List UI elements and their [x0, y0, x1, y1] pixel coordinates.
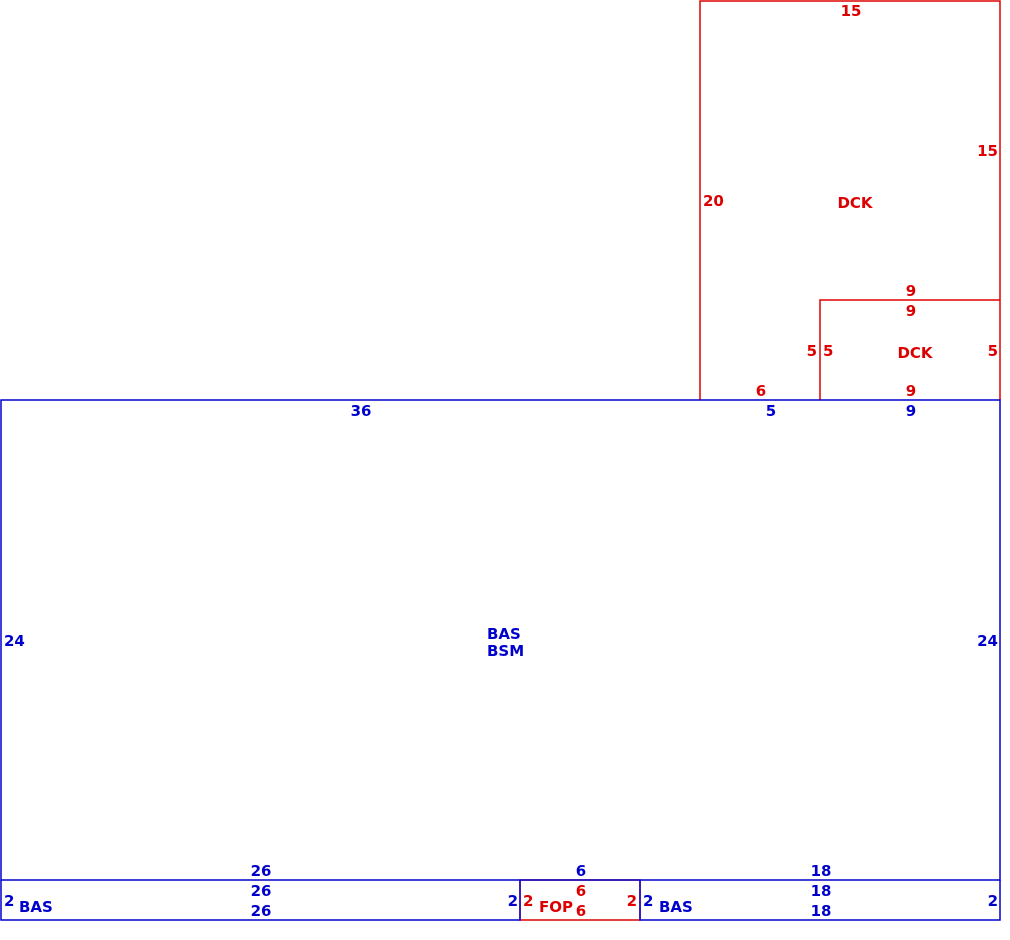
dck-upper-step-dim: 6 — [756, 382, 766, 400]
bas-bsm-outline — [0, 399, 1001, 881]
dck-lower-inner-left-dim: 5 — [823, 342, 833, 360]
dck-lower-bottom-dim: 9 — [906, 382, 916, 400]
bas-strip-right-top-dim: 18 — [811, 882, 832, 900]
fop-right-dim: 2 — [627, 892, 637, 910]
dck-lower-right-dim: 5 — [988, 342, 998, 360]
bas-top-dim-main: 36 — [351, 402, 372, 420]
bas-right-dim: 24 — [977, 632, 998, 650]
bas-strip-left-top-dim: 26 — [251, 882, 272, 900]
bas-left-dim: 24 — [4, 632, 25, 650]
fop-bottom-dim: 6 — [576, 902, 586, 920]
dck-upper-left-dim: 20 — [703, 192, 724, 210]
dck-lower-outline — [819, 299, 1000, 400]
dck-upper-code: DCK — [837, 194, 873, 212]
bas-strip-right-left-dim: 2 — [643, 892, 653, 910]
fop-left-dim: 2 — [523, 892, 533, 910]
bas-bottom-dim-mid: 6 — [576, 862, 586, 880]
dck-lower-top-dim: 9 — [906, 302, 916, 320]
fop-code: FOP — [539, 898, 573, 916]
dck-upper-right-dim: 15 — [977, 142, 998, 160]
fop-top-dim: 6 — [576, 882, 586, 900]
bas-strip-right-outline — [639, 880, 1001, 921]
bas-strip-left-code: BAS — [19, 898, 53, 916]
bas-top-dim-right: 9 — [906, 402, 916, 420]
bas-strip-right-right-dim: 2 — [988, 892, 998, 910]
bas-strip-right-code: BAS — [659, 898, 693, 916]
bas-strip-left-outline — [0, 880, 521, 921]
dck-upper-outline — [699, 0, 1001, 400]
bsm-code: BSM — [487, 642, 524, 660]
bas-strip-left-bottom-dim: 26 — [251, 902, 272, 920]
bas-bottom-dim-left: 26 — [251, 862, 272, 880]
dck-lower-left-dim: 5 — [807, 342, 817, 360]
bas-strip-left-left-dim: 2 — [4, 892, 14, 910]
bas-strip-right-bottom-dim: 18 — [811, 902, 832, 920]
bas-top-dim-step: 5 — [766, 402, 776, 420]
dck-upper-top-dim: 15 — [841, 2, 862, 20]
dck-upper-bottom-dim: 9 — [906, 282, 916, 300]
bas-code: BAS — [487, 625, 521, 643]
bas-bottom-dim-right: 18 — [811, 862, 832, 880]
dck-lower-code: DCK — [897, 344, 933, 362]
bas-strip-left-right-dim: 2 — [508, 892, 518, 910]
